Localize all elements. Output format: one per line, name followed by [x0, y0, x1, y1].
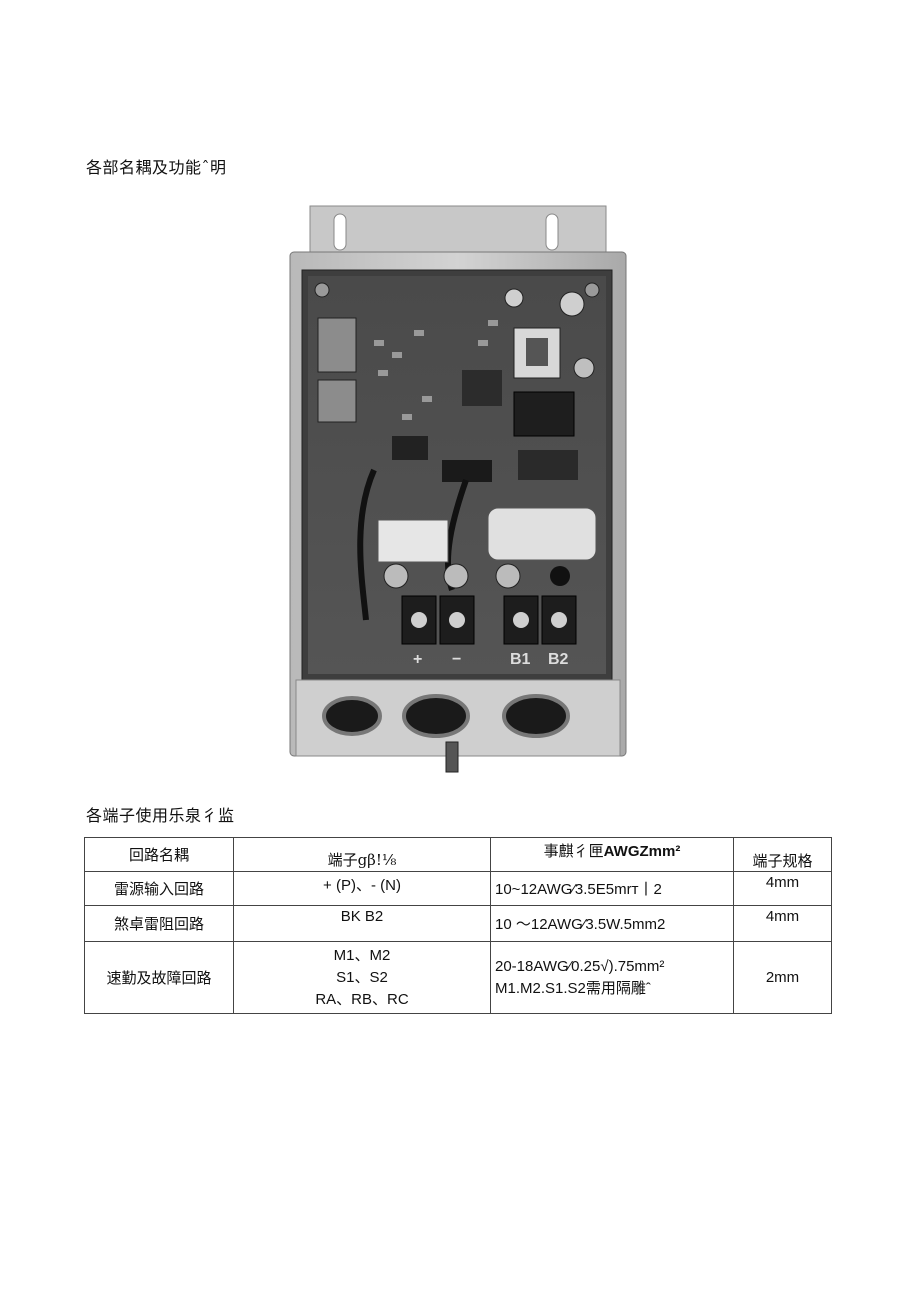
- row-name: 雷源输入回路: [84, 871, 234, 906]
- header-wire-prefix: 事麒彳匣: [543, 842, 604, 860]
- header-circuit-name: 回路名耦: [84, 837, 234, 872]
- header-wire-unit: AWGZmm²: [603, 843, 681, 860]
- table-row: 煞卓雷阻回路 BK B2 10 ～12AWG⁄3.5W.5mm2 4mm: [84, 905, 832, 942]
- row-name: 速勤及故障回路: [84, 941, 234, 1014]
- row-name: 煞卓雷阻回路: [84, 905, 234, 942]
- terminal-line: M1、M2: [333, 946, 391, 964]
- terminal-line: S1、S2: [336, 968, 388, 986]
- row-spec: 4mm: [733, 871, 832, 906]
- row-terminals: M1、M2 S1、S2 RA、RB、RC: [233, 941, 491, 1014]
- row-spec: 4mm: [733, 905, 832, 942]
- section-title-terminals: 各端子使用乐泉彳监: [86, 806, 235, 825]
- wire-line: 20-18AWG⁄0.25√).75mm²: [495, 957, 665, 975]
- header-terminal-symbol: 端子gβ!⅛: [233, 837, 491, 872]
- table-header-row: 回路名耦 端子gβ!⅛ 事麒彳匣AWGZmm² 端子规格: [84, 837, 832, 872]
- board-label-b1: B1: [510, 651, 531, 668]
- board-label-b2: B2: [548, 651, 569, 668]
- row-wire: 20-18AWG⁄0.25√).75mm² M1.M2.S1.S2需用隔雕ˆ: [490, 941, 734, 1014]
- wire-line: M1.M2.S1.S2需用隔雕ˆ: [495, 979, 651, 997]
- row-wire: 10~12AWG⁄3.5E5mrт丨2: [490, 871, 734, 906]
- row-terminals: BK B2: [233, 905, 491, 942]
- row-wire: 10 ～12AWG⁄3.5W.5mm2: [490, 905, 734, 942]
- header-terminal-spec: 端子规格: [733, 837, 832, 872]
- row-spec: 2mm: [733, 941, 832, 1014]
- terminal-line: RA、RB、RC: [315, 990, 409, 1008]
- table-row: 速勤及故障回路 M1、M2 S1、S2 RA、RB、RC 20-18AWG⁄0.…: [84, 941, 832, 1014]
- device-photo: + − B1 B2: [289, 205, 627, 773]
- header-wire-gauge: 事麒彳匣AWGZmm²: [490, 837, 734, 872]
- terminal-spec-table: 回路名耦 端子gβ!⅛ 事麒彳匣AWGZmm² 端子规格 雷源输入回路 + (P…: [84, 837, 832, 1014]
- board-label-plus: +: [413, 651, 422, 668]
- table-row: 雷源输入回路 + (P)、- (N) 10~12AWG⁄3.5E5mrт丨2 4…: [84, 871, 832, 906]
- board-label-minus: −: [452, 651, 461, 668]
- row-terminals: + (P)、- (N): [233, 871, 491, 906]
- section-title-parts: 各部名耦及功能ˆ明: [86, 158, 227, 177]
